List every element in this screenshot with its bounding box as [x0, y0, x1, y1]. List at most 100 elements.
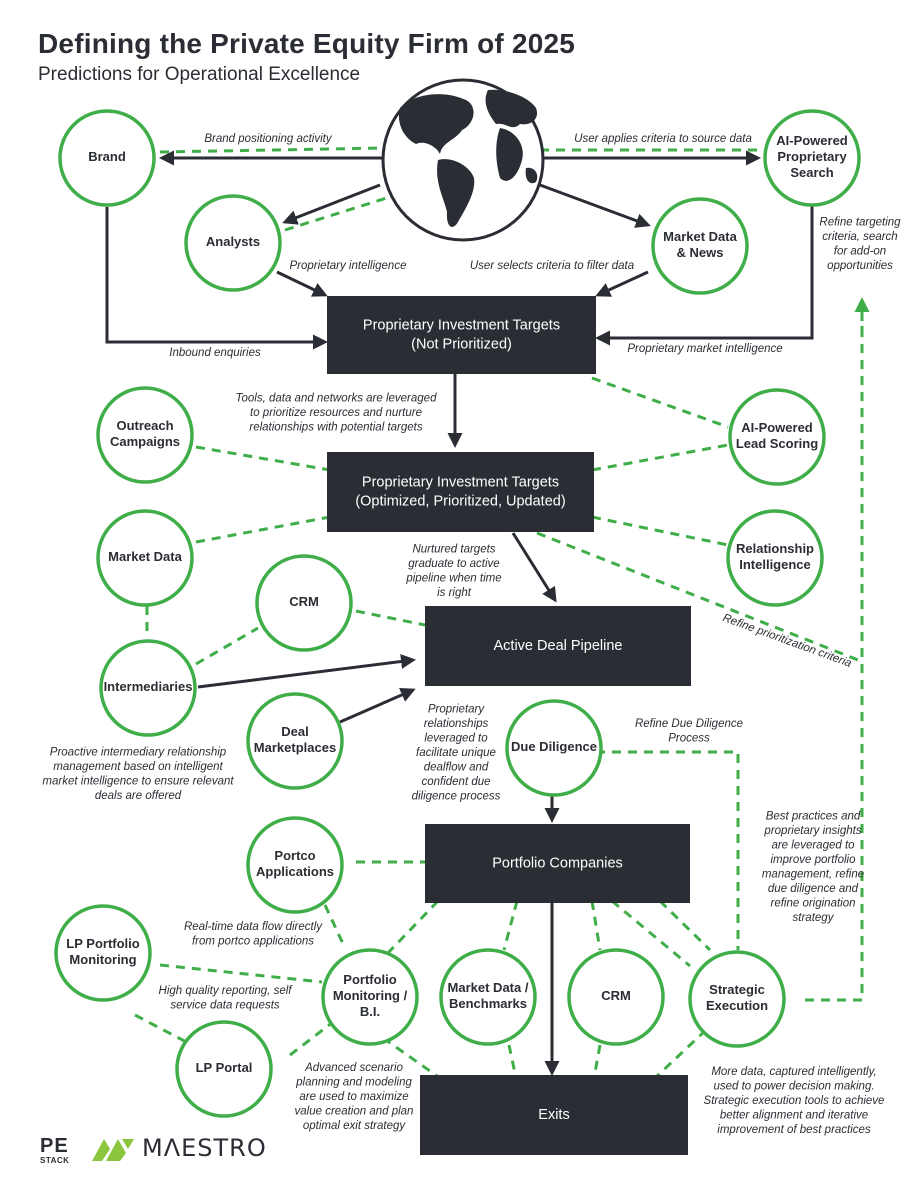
market-data-news-node: Market Data& News — [651, 197, 749, 295]
dashed-connector — [658, 899, 712, 952]
dashed-connector — [590, 900, 602, 951]
more-data-label: More data, captured intelligently,used t… — [704, 1066, 885, 1136]
analysts-node: Analysts — [184, 194, 282, 292]
dashed-connector — [195, 515, 331, 544]
flow-arrow — [197, 654, 416, 689]
page-subtitle: Predictions for Operational Excellence — [38, 64, 361, 85]
dashed-connector — [805, 300, 864, 1002]
box-label: Active Deal Pipeline — [494, 638, 623, 654]
flow-arrow — [595, 206, 814, 346]
dashed-connector — [591, 376, 729, 429]
dashed-connector — [384, 899, 440, 957]
dashed-connector — [507, 1044, 518, 1079]
active-deal-pipeline-box: Active Deal Pipeline — [425, 606, 691, 686]
dashed-connector — [591, 515, 729, 547]
flow-arrow — [511, 532, 557, 603]
node-label: Brand — [88, 149, 126, 164]
due-diligence-node: Due Diligence — [505, 699, 603, 797]
page-title: Defining the Private Equity Firm of 2025 — [38, 28, 576, 59]
dashed-connector — [159, 146, 386, 154]
dashed-connector — [289, 1020, 334, 1057]
flow-arrow — [539, 183, 651, 228]
dashed-connector — [382, 1036, 441, 1080]
box-label: Proprietary Investment Targets(Optimized… — [355, 474, 565, 509]
node-label: Analysts — [206, 234, 260, 249]
dashed-connectors — [134, 146, 870, 1080]
node-label: Market Data /Benchmarks — [448, 980, 529, 1011]
portfolio-companies-box: Portfolio Companies — [425, 824, 690, 903]
crm-node: CRM — [255, 554, 353, 652]
maestro-mark-icon — [92, 1139, 134, 1161]
inbound-enquiries-label: Inbound enquiries — [169, 347, 261, 359]
node-label: CRM — [289, 594, 319, 609]
box-label: Exits — [538, 1107, 569, 1123]
dashed-connector — [323, 904, 347, 949]
dashed-connector — [159, 963, 323, 984]
crm-node: CRM — [567, 948, 665, 1046]
box-label: Proprietary Investment Targets(Not Prior… — [363, 317, 560, 352]
maestro-logo: MΛESTRO — [92, 1134, 267, 1162]
solid-arrows — [105, 150, 814, 1076]
dashed-connector — [596, 750, 740, 950]
flow-arrow — [105, 207, 328, 350]
dashed-connector — [502, 900, 519, 951]
flow-arrow — [276, 270, 328, 297]
proprietary-market-intelligence-label: Proprietary market intelligence — [627, 343, 782, 355]
refine-prioritization-label: Refine prioritization criteria — [721, 612, 853, 670]
dashed-connector — [134, 1013, 193, 1047]
node-label: Due Diligence — [511, 739, 597, 754]
brand-node: Brand — [58, 109, 156, 207]
dashed-connector — [592, 1044, 602, 1079]
node-label: LP Portal — [196, 1060, 253, 1075]
lp-portal-node: LP Portal — [175, 1020, 273, 1118]
market-data-node: Market Data — [96, 509, 194, 607]
node-label: Market Data — [108, 549, 182, 564]
targets-optimized-box: Proprietary Investment Targets(Optimized… — [327, 452, 594, 532]
user-applies-label: User applies criteria to source data — [574, 133, 752, 145]
dashed-connector — [355, 609, 426, 627]
box-label: Portfolio Companies — [492, 855, 623, 871]
dashed-connector — [195, 445, 331, 472]
flow-arrow — [339, 687, 416, 724]
dashed-connector — [611, 899, 691, 968]
exits-box: Exits — [420, 1075, 688, 1155]
brand-positioning-label: Brand positioning activity — [204, 133, 332, 145]
node-label: Market Data& News — [663, 229, 737, 260]
proprietary-intelligence-label: Proprietary intelligence — [290, 260, 407, 272]
dashed-connector — [591, 443, 729, 472]
user-selects-label: User selects criteria to filter data — [470, 260, 634, 272]
flow-arrow — [595, 270, 649, 297]
node-label: CRM — [601, 988, 631, 1003]
flow-arrow — [282, 183, 381, 225]
intermediaries-node: Intermediaries — [99, 639, 197, 737]
dashed-connector — [195, 626, 259, 666]
dashed-connector — [653, 1028, 708, 1080]
